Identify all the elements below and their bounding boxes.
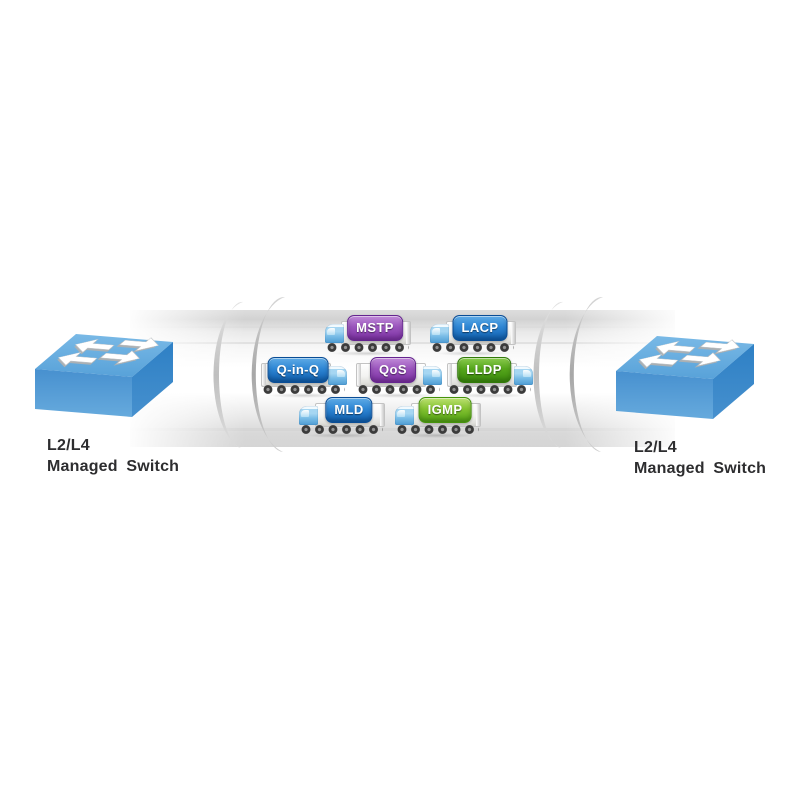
truck-wheels-icon	[327, 342, 409, 353]
protocol-truck-mstp: MSTP	[325, 314, 411, 356]
truck-cab-icon	[430, 324, 449, 343]
truck-window-icon	[337, 370, 345, 377]
truck-cab-icon	[328, 366, 347, 385]
pipe-ring-icon	[213, 301, 243, 448]
protocol-sign-igmp: IGMP	[418, 397, 472, 423]
truck-window-icon	[397, 410, 405, 417]
protocol-truck-qos: QoS	[356, 356, 442, 398]
switch-icon-left	[34, 333, 174, 418]
truck-window-icon	[432, 370, 440, 377]
protocol-truck-igmp: IGMP	[395, 396, 481, 438]
truck-wheels-icon	[263, 384, 345, 395]
switch-right-label-line2: Managed Switch	[634, 460, 767, 477]
protocol-sign-lacp: LACP	[452, 315, 508, 341]
pipe-ring-icon	[533, 301, 563, 448]
switch-left-label: L2/L4 Managed Switch	[47, 435, 179, 477]
truck-cab-icon	[423, 366, 442, 385]
truck-cab-icon	[395, 406, 414, 425]
protocol-sign-mld: MLD	[325, 397, 373, 423]
truck-window-icon	[432, 328, 440, 335]
truck-window-icon	[301, 410, 309, 417]
protocol-truck-lacp: LACP	[430, 314, 516, 356]
protocol-truck-mld: MLD	[299, 396, 385, 438]
switch-left-label-line2: Managed Switch	[47, 458, 180, 475]
truck-window-icon	[327, 328, 335, 335]
protocol-sign-q-in-q: Q-in-Q	[267, 357, 329, 383]
truck-wheels-icon	[301, 424, 383, 435]
truck-window-icon	[523, 370, 531, 377]
truck-wheels-icon	[397, 424, 479, 435]
switch-right-label-line1: L2/L4	[634, 439, 677, 456]
protocol-sign-qos: QoS	[370, 357, 416, 383]
switch-right-label: L2/L4 Managed Switch	[634, 437, 766, 479]
switch-icon-right	[615, 335, 755, 420]
truck-cab-icon	[299, 406, 318, 425]
truck-wheels-icon	[432, 342, 514, 353]
truck-wheels-icon	[358, 384, 440, 395]
truck-cab-icon	[325, 324, 344, 343]
protocol-truck-q-in-q: Q-in-Q	[261, 356, 347, 398]
switch-left-label-line1: L2/L4	[47, 437, 90, 454]
truck-wheels-icon	[449, 384, 531, 395]
protocol-sign-mstp: MSTP	[347, 315, 403, 341]
protocol-sign-lldp: LLDP	[457, 357, 511, 383]
protocol-truck-lldp: LLDP	[447, 356, 533, 398]
truck-cab-icon	[514, 366, 533, 385]
